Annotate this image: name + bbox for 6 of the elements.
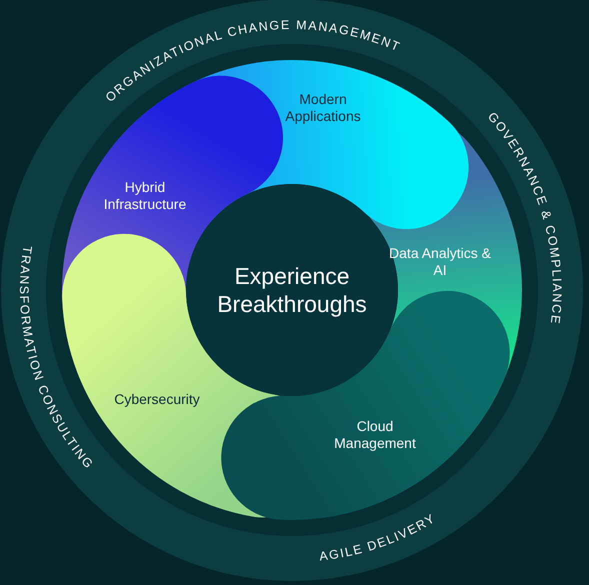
petal-label: Cloud Management	[333, 418, 417, 452]
center-title: Experience Breakthroughs	[216, 262, 368, 318]
petal-label: Modern Applications	[284, 91, 362, 125]
petal-label: Data Analytics & AI	[388, 245, 492, 279]
petal-label: Hybrid Infrastructure	[102, 179, 188, 213]
petal-label: Cybersecurity	[113, 391, 201, 408]
